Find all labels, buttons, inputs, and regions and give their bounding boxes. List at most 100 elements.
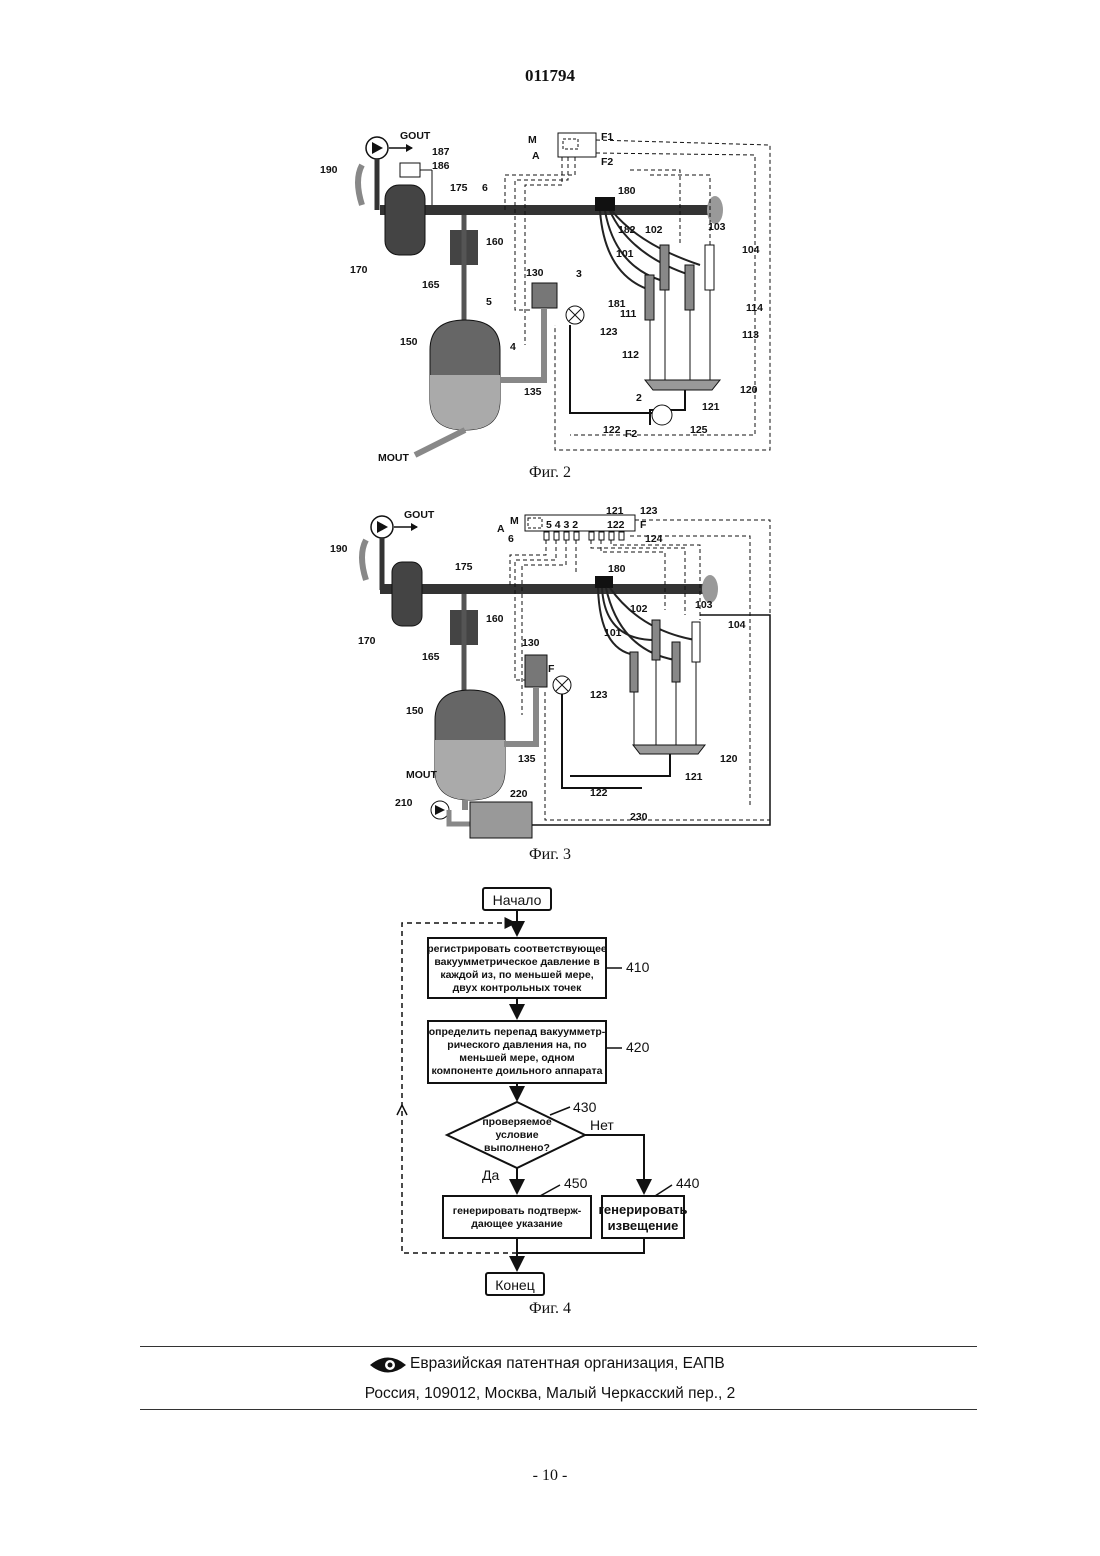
figure-3-caption: Фиг. 3 xyxy=(0,846,1100,864)
unit-130 xyxy=(525,655,547,687)
label-440: 440 xyxy=(676,1175,700,1191)
label-180: 180 xyxy=(608,563,626,575)
teat-cup-103 xyxy=(685,265,694,310)
label-175: 175 xyxy=(455,561,473,573)
label-187: 187 xyxy=(432,146,450,158)
label-mout: MOUT xyxy=(378,452,409,464)
label-130: 130 xyxy=(526,267,544,279)
unit-220 xyxy=(470,802,532,838)
label-190: 190 xyxy=(320,164,338,176)
footer-org: Евразийская патентная организация, ЕАПВ xyxy=(410,1355,725,1373)
teat-cup-104 xyxy=(692,622,700,662)
teat-cup-104 xyxy=(705,245,714,290)
footer-address: Россия, 109012, Москва, Малый Черкасский… xyxy=(0,1385,1100,1403)
collector-120 xyxy=(645,380,720,390)
label-102: 102 xyxy=(645,224,663,236)
label-2: 2 xyxy=(636,392,642,404)
box420-line4: компоненте доильного аппарата xyxy=(432,1065,603,1077)
box410-line1: регистрировать соответствующее xyxy=(427,943,607,955)
footer-rule-bottom xyxy=(140,1409,977,1410)
label-3: 3 xyxy=(576,268,582,280)
label-230: 230 xyxy=(630,811,648,823)
label-170: 170 xyxy=(350,264,368,276)
figure-2-caption: Фиг. 2 xyxy=(0,464,1100,482)
label-1-24: 124 xyxy=(645,533,663,545)
label-182: 182 xyxy=(618,224,636,236)
eapo-logo-icon xyxy=(368,1354,408,1376)
label-m: M xyxy=(528,134,537,146)
label-135: 135 xyxy=(524,386,542,398)
label-1-13: 113 xyxy=(742,329,759,341)
label-135: 135 xyxy=(518,753,536,765)
tank-170 xyxy=(385,185,425,255)
label-f-valve: F xyxy=(548,663,555,675)
label-1-22: 122 xyxy=(607,519,625,531)
label-a: A xyxy=(497,523,505,535)
label-150: 150 xyxy=(406,705,424,717)
label-1-14: 114 xyxy=(746,302,763,314)
diamond-line1: проверяемое xyxy=(482,1116,551,1128)
label-186: 186 xyxy=(432,160,450,172)
label-123: 123 xyxy=(600,326,618,338)
label-104: 104 xyxy=(728,619,746,631)
label-420: 420 xyxy=(626,1039,650,1055)
box410-line4: двух контрольных точек xyxy=(453,982,582,994)
label-121: 121 xyxy=(685,771,703,783)
teat-cup-101 xyxy=(645,275,654,320)
figure-3-diagram: GOUT 190 M A 6 5 4 3 2 121 123 122 F 124… xyxy=(300,500,800,845)
label-430: 430 xyxy=(573,1099,597,1115)
box420-line2: рического давления на, по xyxy=(447,1039,586,1051)
figure-4-flowchart: Начало регистрировать соответствующее ва… xyxy=(380,880,720,1300)
label-120: 120 xyxy=(720,753,738,765)
label-210: 210 xyxy=(395,797,413,809)
label-f: F xyxy=(640,519,647,531)
label-6: 6 xyxy=(508,533,514,545)
no-label: Нет xyxy=(590,1117,614,1133)
label-170: 170 xyxy=(358,635,376,647)
block-180 xyxy=(595,197,615,211)
label-120: 120 xyxy=(740,384,758,396)
process-box-450 xyxy=(443,1196,591,1238)
diamond-line3: выполнено? xyxy=(484,1142,550,1154)
label-a: A xyxy=(532,150,540,162)
label-5: 5 xyxy=(486,296,492,308)
label-103: 103 xyxy=(695,599,713,611)
label-1-11: 111 xyxy=(620,308,637,320)
tank-170 xyxy=(392,562,422,626)
label-gout: GOUT xyxy=(404,509,435,521)
label-165: 165 xyxy=(422,651,440,663)
label-1-21: 121 xyxy=(606,505,624,517)
label-220: 220 xyxy=(510,788,528,800)
label-101: 101 xyxy=(604,627,622,639)
control-unit xyxy=(558,133,596,157)
label-f1: F1 xyxy=(601,131,613,143)
label-6: 6 xyxy=(482,182,488,194)
box420-line3: меньшей мере, одном xyxy=(459,1052,575,1064)
label-f2b: F2 xyxy=(625,428,637,440)
label-103: 103 xyxy=(708,221,726,233)
label-mout: MOUT xyxy=(406,769,437,781)
label-1-23: 123 xyxy=(640,505,658,517)
box440-line2: извещение xyxy=(608,1218,679,1233)
footer-rule-top xyxy=(140,1346,977,1347)
label-160: 160 xyxy=(486,236,504,248)
label-1-12: 112 xyxy=(622,349,639,361)
start-label: Начало xyxy=(493,892,542,908)
page-number: - 10 - xyxy=(0,1467,1100,1485)
label-m: M xyxy=(510,515,519,527)
label-gout: GOUT xyxy=(400,130,431,142)
label-175: 175 xyxy=(450,182,468,194)
yes-label: Да xyxy=(482,1167,499,1183)
box440-line1: генерировать xyxy=(599,1202,688,1217)
collector-120 xyxy=(633,745,705,754)
label-102: 102 xyxy=(630,603,648,615)
pump-125 xyxy=(652,405,672,425)
box410-line2: вакуумметрическое давление в xyxy=(434,956,600,968)
label-130: 130 xyxy=(522,637,540,649)
document-number: 011794 xyxy=(0,66,1100,86)
label-f2: F2 xyxy=(601,156,613,168)
label-410: 410 xyxy=(626,959,650,975)
label-121: 121 xyxy=(702,401,720,413)
label-122: 122 xyxy=(590,787,608,799)
label-165: 165 xyxy=(422,279,440,291)
